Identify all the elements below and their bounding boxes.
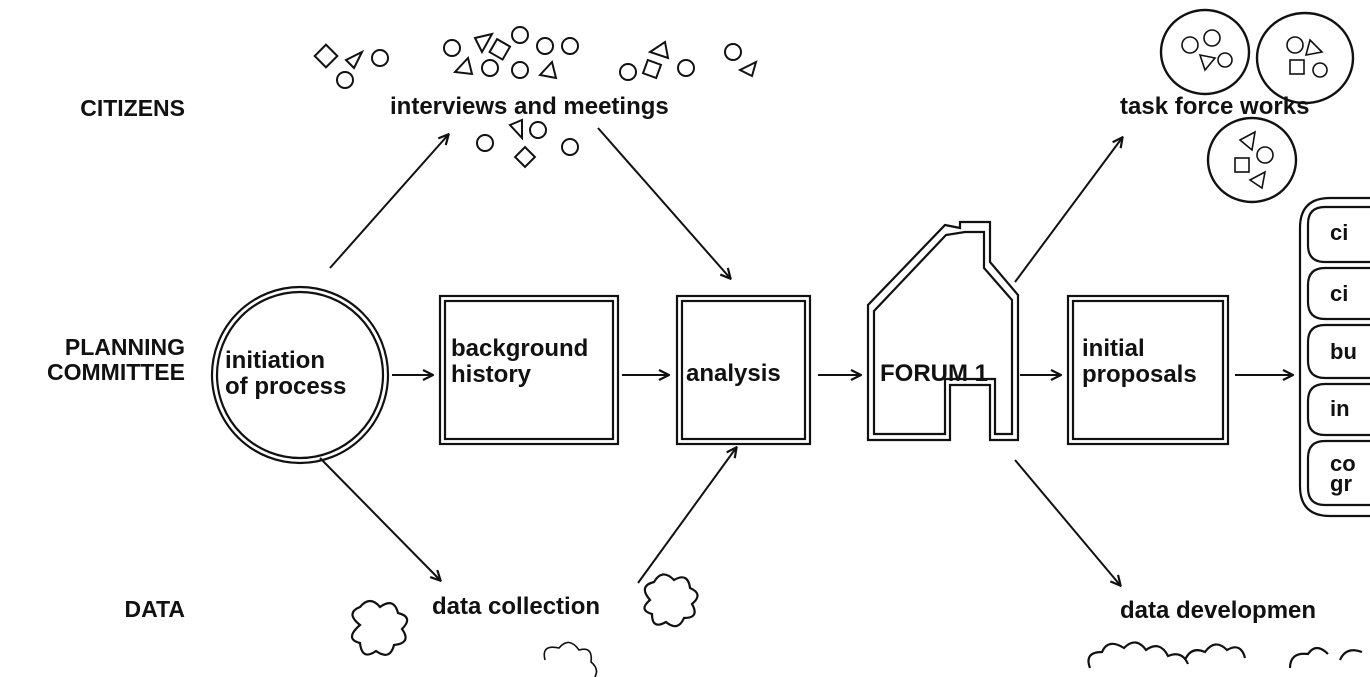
node-initiation-line2: of process — [225, 373, 347, 400]
pill-3: bu — [1330, 339, 1357, 364]
pill-1: ci — [1330, 220, 1349, 245]
node-background-line1: background — [451, 335, 589, 362]
node-initiation-line1: initiation — [225, 347, 325, 374]
node-proposals: initial proposals — [1082, 336, 1197, 388]
citizens-symbols-cluster-1 — [313, 26, 758, 169]
pill-4: in — [1330, 396, 1350, 421]
caption-data-development: data developmen — [1120, 597, 1317, 624]
pill-5: co — [1330, 451, 1356, 476]
node-background-line2: history — [451, 361, 532, 388]
data-clouds — [350, 573, 1363, 677]
node-proposals-line1: initial — [1082, 335, 1145, 362]
row-label-citizens: CITIZENS — [80, 95, 185, 121]
proposal-outcome-pills — [1298, 196, 1370, 518]
node-proposals-line2: proposals — [1082, 361, 1197, 388]
caption-interviews: interviews and meetings — [390, 93, 669, 120]
node-analysis: analysis — [686, 360, 781, 387]
caption-task-force: task force works — [1120, 93, 1310, 120]
row-label-planning: PLANNING — [64, 334, 185, 360]
caption-data-collection: data collection — [432, 593, 601, 620]
row-label-data: DATA — [124, 596, 185, 622]
process-nodes — [210, 220, 1230, 465]
task-force-groups — [1159, 8, 1355, 204]
pill-6: gr — [1330, 471, 1352, 496]
node-initiation: initiation of process — [225, 348, 346, 400]
row-label-committee: COMMITTEE — [47, 359, 185, 385]
flow-arrows — [319, 127, 1292, 585]
pill-2: ci — [1330, 281, 1349, 306]
node-forum: FORUM 1 — [880, 360, 988, 387]
node-background: background history — [451, 336, 588, 388]
